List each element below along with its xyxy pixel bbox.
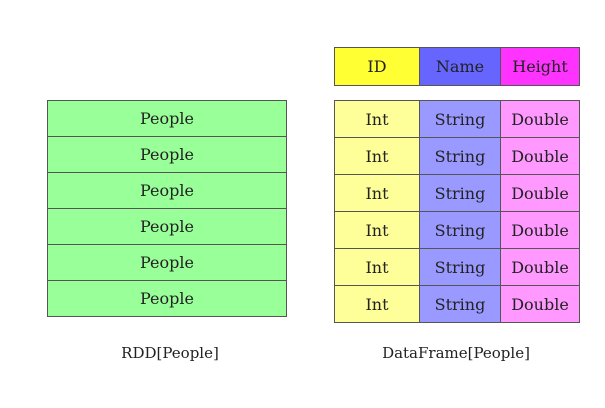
rdd-row: People	[47, 136, 287, 173]
cell-double: Double	[500, 100, 580, 138]
cell-int: Int	[334, 137, 420, 175]
rdd-row: People	[47, 280, 287, 317]
rdd-row: People	[47, 208, 287, 245]
dataframe-caption: DataFrame[People]	[382, 344, 530, 362]
cell-int: Int	[334, 100, 420, 138]
rdd-block: People People People People People Peopl…	[47, 100, 287, 317]
rdd-row: People	[47, 172, 287, 209]
cell-double: Double	[500, 248, 580, 286]
dataframe-row: Int String Double	[334, 211, 580, 249]
dataframe-header: ID Name Height	[334, 47, 580, 86]
dataframe-body: Int String Double Int String Double Int …	[334, 100, 580, 323]
rdd-row: People	[47, 244, 287, 281]
cell-string: String	[419, 137, 501, 175]
cell-double: Double	[500, 174, 580, 212]
cell-double: Double	[500, 137, 580, 175]
cell-double: Double	[500, 211, 580, 249]
cell-int: Int	[334, 248, 420, 286]
header-id: ID	[334, 47, 420, 86]
dataframe-row: Int String Double	[334, 137, 580, 175]
dataframe-row: Int String Double	[334, 100, 580, 138]
header-name: Name	[419, 47, 501, 86]
dataframe-row: Int String Double	[334, 248, 580, 286]
cell-string: String	[419, 100, 501, 138]
cell-string: String	[419, 211, 501, 249]
rdd-caption: RDD[People]	[121, 344, 219, 362]
cell-int: Int	[334, 285, 420, 323]
header-height: Height	[500, 47, 580, 86]
cell-string: String	[419, 174, 501, 212]
cell-string: String	[419, 248, 501, 286]
dataframe-row: Int String Double	[334, 174, 580, 212]
dataframe-row: Int String Double	[334, 285, 580, 323]
cell-int: Int	[334, 174, 420, 212]
cell-string: String	[419, 285, 501, 323]
cell-int: Int	[334, 211, 420, 249]
rdd-row: People	[47, 100, 287, 137]
cell-double: Double	[500, 285, 580, 323]
